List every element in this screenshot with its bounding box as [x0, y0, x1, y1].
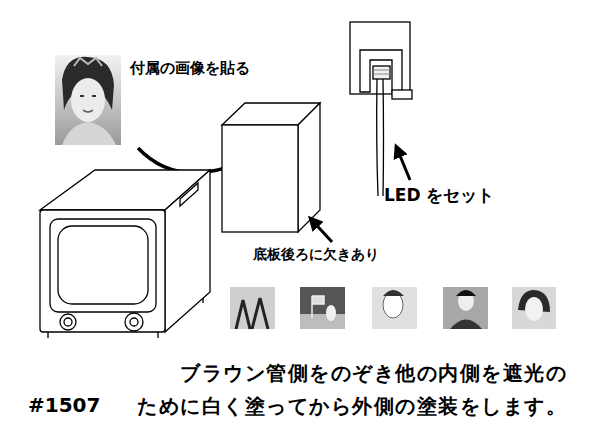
cube	[222, 103, 320, 232]
tv-vent	[180, 183, 198, 206]
thumb-body	[450, 320, 482, 330]
thumb-wrestling	[230, 287, 275, 329]
instruction-label: 付属の画像を貼る	[130, 59, 250, 77]
instruction-label: 底板後ろに欠きあり	[253, 246, 379, 263]
tv-knob-center	[64, 318, 72, 326]
instruction-label: LED をセット	[384, 185, 494, 205]
tv-front	[40, 210, 165, 332]
thumb-astronaut	[326, 305, 336, 321]
face	[71, 78, 105, 122]
photo-background	[55, 55, 121, 145]
part-number: #1507	[28, 393, 100, 417]
thumb-hair	[456, 290, 476, 296]
tiara	[74, 58, 102, 66]
led-wire	[377, 79, 378, 196]
tv-feet	[48, 298, 203, 338]
thumb-figures	[236, 298, 268, 329]
thumb-ground	[300, 314, 345, 329]
caption: ブラウン管側をのぞき他の内側を遮光の ために白く塗ってから外側の塗装をします。	[97, 357, 567, 423]
mouth	[83, 110, 93, 112]
eyes	[80, 95, 96, 97]
thumb-princess	[512, 287, 556, 329]
tv-screen	[58, 226, 148, 304]
thumb-flag	[312, 296, 324, 318]
led-holder	[350, 22, 412, 196]
led	[373, 66, 390, 79]
crt-television	[40, 170, 210, 338]
photo-thumbnails	[230, 287, 556, 329]
thumb-moon	[300, 287, 345, 329]
tv-bezel	[50, 219, 156, 312]
holder-tab	[392, 90, 412, 99]
thumb-portrait	[372, 287, 417, 329]
cube-front	[222, 125, 298, 232]
tv-knob-center	[130, 318, 138, 326]
tv-knob	[125, 313, 143, 331]
holder-plate	[350, 22, 410, 94]
holder-frame	[360, 50, 402, 92]
leader-arrow	[310, 218, 332, 242]
thumb-face	[525, 297, 543, 321]
tv-side	[165, 170, 210, 332]
shoulders	[62, 122, 116, 145]
led-wire	[382, 79, 384, 196]
thumb-singer	[443, 287, 488, 329]
leader-arrow	[396, 146, 410, 180]
led-stripes	[373, 70, 390, 74]
thumb-hair	[383, 290, 404, 296]
tv-knob	[60, 314, 76, 330]
portrait-photo	[55, 55, 121, 145]
cube-side	[298, 103, 320, 232]
